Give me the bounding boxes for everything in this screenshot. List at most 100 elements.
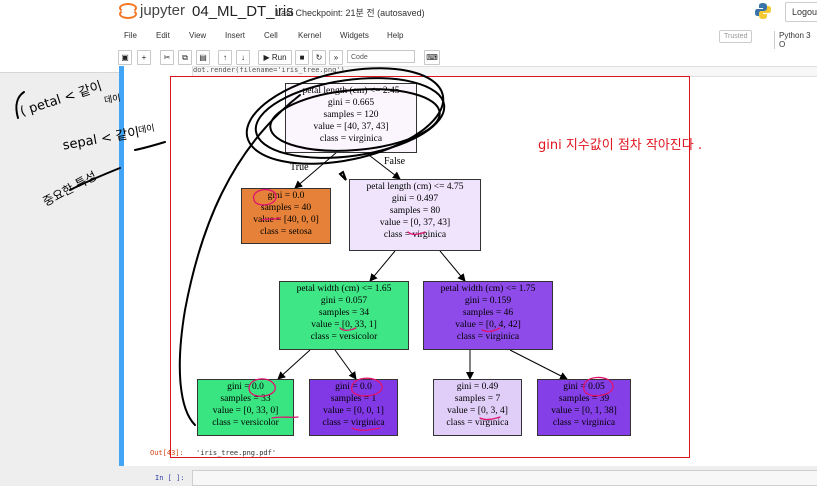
save-button[interactable]: ▣ xyxy=(118,50,132,65)
menu-widgets[interactable]: Widgets xyxy=(340,31,369,40)
node-line: samples = 40 xyxy=(260,203,312,213)
node-line: value = [0, 4, 42] xyxy=(455,320,521,330)
notebook-name[interactable]: 04_ML_DT_iris xyxy=(192,3,294,20)
menu-view[interactable]: View xyxy=(189,31,207,40)
tree-node-5: gini = 0.0 samples = 33 value = [0, 33, … xyxy=(197,379,294,436)
node-line: value = [40, 37, 43] xyxy=(313,122,389,132)
node-line: gini = 0.665 xyxy=(327,98,375,108)
keyboard-button[interactable]: ⌨ xyxy=(424,50,440,65)
node-line: samples = 33 xyxy=(220,394,271,404)
fast-forward-icon: » xyxy=(333,53,339,62)
keyboard-icon: ⌨ xyxy=(426,53,438,62)
restart-button[interactable]: ↻ xyxy=(312,50,326,65)
node-line: gini = 0.497 xyxy=(391,194,439,204)
pink-circle-n6 xyxy=(351,377,383,397)
node-line: gini = 0.0 xyxy=(267,191,305,201)
node-line: gini = 0.159 xyxy=(464,296,512,306)
node-line: class = virginica xyxy=(446,418,509,428)
cell-selection-bar xyxy=(119,66,124,466)
menu-help[interactable]: Help xyxy=(387,31,404,40)
tree-node-1: gini = 0.0 samples = 40 value = [40, 0, … xyxy=(241,188,331,244)
node-line: gini = 0.0 xyxy=(227,382,264,392)
node-line: class = virginica xyxy=(319,134,383,144)
pink-underline-n7 xyxy=(479,416,501,421)
logout-button[interactable]: Logout xyxy=(785,2,817,22)
paste-button[interactable]: ▤ xyxy=(196,50,210,65)
code-text: dot.render(filename='iris_tree.png') xyxy=(193,66,345,74)
node-line: samples = 46 xyxy=(462,308,514,318)
pink-underline-n2 xyxy=(407,231,426,235)
ink-paren xyxy=(15,91,25,119)
edge-root-n2 xyxy=(364,151,401,180)
node-line: gini = 0.0 xyxy=(335,382,372,392)
pink-underline-n5 xyxy=(271,416,299,419)
pink-circle-n5 xyxy=(248,378,276,397)
refresh-icon: ↻ xyxy=(315,53,323,62)
menu-cell[interactable]: Cell xyxy=(264,31,278,40)
paste-icon: ▤ xyxy=(199,53,207,62)
ink-cursor xyxy=(338,170,347,181)
node-line: class = setosa xyxy=(260,227,312,237)
node-line: samples = 120 xyxy=(323,110,379,120)
input-prompt: In [ ]: xyxy=(155,474,185,482)
scissors-icon: ✂ xyxy=(163,53,171,62)
node-line: petal length (cm) <= 4.75 xyxy=(366,182,464,192)
edge-n4-n8 xyxy=(509,349,568,380)
pink-circle-n1 xyxy=(253,189,277,206)
node-line: petal width (cm) <= 1.65 xyxy=(296,284,392,294)
tree-node-6: gini = 0.0 samples = 1 value = [0, 0, 1]… xyxy=(309,379,398,436)
edge-false-label: False xyxy=(384,156,406,167)
tree-node-3: petal width (cm) <= 1.65 gini = 0.057 sa… xyxy=(279,281,409,350)
run-label: Run xyxy=(271,53,287,62)
node-line: value = [0, 3, 4] xyxy=(447,406,508,416)
output-highlight-box xyxy=(170,76,690,458)
edge-true-label: True xyxy=(290,162,309,173)
edge-n3-n5 xyxy=(277,349,311,380)
ink-loop-1 xyxy=(254,77,446,159)
play-icon: ▶ xyxy=(263,53,270,62)
copy-button[interactable]: ⧉ xyxy=(178,50,192,65)
stop-icon: ■ xyxy=(299,53,305,62)
restart-run-button[interactable]: » xyxy=(329,50,343,65)
node-line: gini = 0.49 xyxy=(456,382,499,392)
add-cell-button[interactable]: + xyxy=(137,50,151,65)
node-line: value = [0, 33, 1] xyxy=(311,320,377,330)
cut-button[interactable]: ✂ xyxy=(160,50,174,65)
move-down-button[interactable]: ↓ xyxy=(236,50,250,65)
menu-insert[interactable]: Insert xyxy=(225,31,246,40)
jupyter-logo-icon xyxy=(118,2,137,19)
next-cell-input[interactable] xyxy=(192,470,817,486)
move-up-button[interactable]: ↑ xyxy=(218,50,232,65)
menu-edit[interactable]: Edit xyxy=(156,31,170,40)
arrow-down-icon: ↓ xyxy=(241,53,245,62)
pink-underline-n1 xyxy=(261,217,281,221)
node-line: samples = 1 xyxy=(330,394,377,404)
node-line: petal width (cm) <= 1.75 xyxy=(440,284,536,294)
node-line: gini = 0.057 xyxy=(320,296,368,306)
menu-kernel[interactable]: Kernel xyxy=(298,31,322,40)
menu-file[interactable]: File xyxy=(124,31,137,40)
kernel-indicator[interactable]: Python 3 O xyxy=(774,31,817,49)
annotation-text: gini 지수값이 점차 작아진다 . xyxy=(538,138,702,153)
cell-type-select[interactable]: Code xyxy=(347,50,415,63)
jupyter-logo[interactable]: jupyter xyxy=(118,2,185,19)
edge-n2-n3 xyxy=(369,250,396,282)
toolbar: ▣ + ✂ ⧉ ▤ ↑ ↓ ▶ Run ■ ↻ » Code ⌨ xyxy=(0,48,817,68)
run-button[interactable]: ▶ Run xyxy=(258,50,292,65)
node-line: value = [40, 0, 0] xyxy=(253,215,319,225)
interrupt-button[interactable]: ■ xyxy=(295,50,309,65)
output-text: 'iris_tree.png.pdf' xyxy=(196,449,277,457)
tree-node-4: petal width (cm) <= 1.75 gini = 0.159 sa… xyxy=(423,281,553,350)
copy-icon: ⧉ xyxy=(182,53,188,62)
node-line: class = versicolor xyxy=(212,418,279,428)
node-line: samples = 80 xyxy=(389,206,441,216)
trusted-indicator[interactable]: Trusted xyxy=(719,30,753,43)
edge-n2-n4 xyxy=(439,250,466,282)
node-line: value = [0, 0, 1] xyxy=(323,406,384,416)
pink-underline-n6 xyxy=(351,427,381,431)
node-line: value = [0, 33, 0] xyxy=(212,406,279,416)
pink-circle-n8 xyxy=(583,376,614,397)
node-line: samples = 34 xyxy=(318,308,370,318)
edge-n3-n6 xyxy=(334,349,357,380)
